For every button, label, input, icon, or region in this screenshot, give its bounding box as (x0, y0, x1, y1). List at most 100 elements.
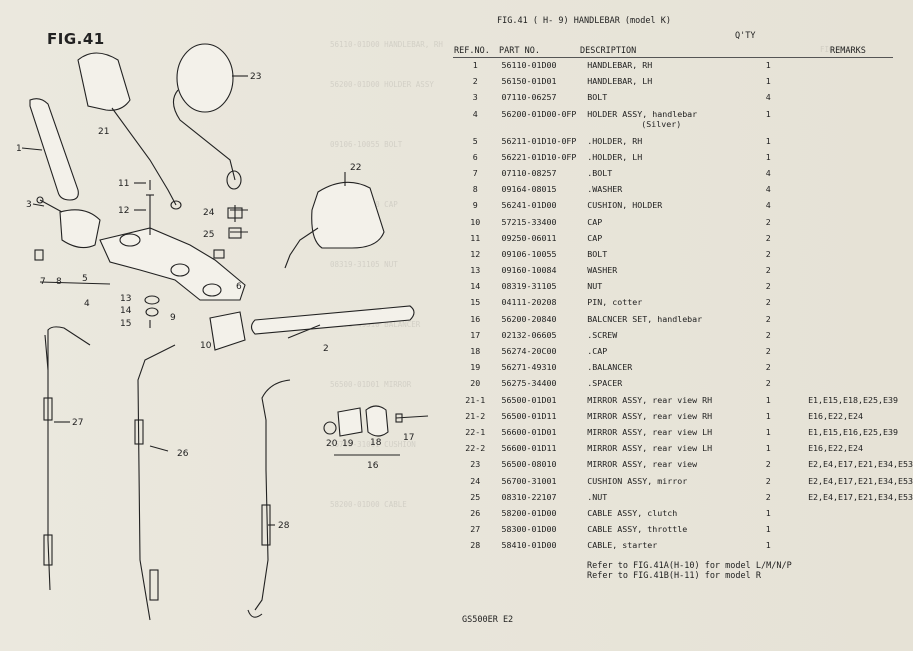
note-line-2: Refer to FIG.41B(H-11) for model R (587, 571, 761, 581)
col-part-no: PART NO. (499, 46, 540, 56)
ref-no-cell: 10 (453, 216, 498, 232)
col-ref-no: REF.NO. (454, 46, 490, 56)
qty-label: Q'TY (735, 31, 756, 41)
ref-no-cell-text: 17 (470, 329, 481, 340)
description-cell: HANDLEBAR, LH (587, 75, 758, 91)
part-no-cell: 02132-06605 (498, 329, 588, 345)
qty-cell: 1 (758, 426, 808, 442)
description-cell: CUSHION, HOLDER (587, 199, 758, 215)
part-no-cell: 04111-20208 (498, 296, 588, 312)
part-no-cell-text: 57215-33400 (501, 216, 557, 227)
part-no-cell-text: 07110-06257 (501, 92, 557, 103)
qty-cell: 1 (758, 59, 808, 75)
part-no-cell-text: 09106-10055 (501, 248, 557, 259)
part-no-cell-text: 08319-31105 (501, 281, 557, 292)
part-no-cell-text: 56200-20840 (501, 313, 557, 324)
callout-25: 25 (203, 230, 214, 240)
callout-2: 2 (323, 344, 329, 354)
note-line-1: Refer to FIG.41A(H-10) for model L/M/N/P (587, 561, 792, 571)
description-cell: .BOLT (587, 167, 758, 183)
remarks-cell-text: E2,E4,E17,E21,E34,E53 (808, 459, 913, 470)
ref-no-cell-text: 6 (472, 151, 478, 162)
description-cell-text: MIRROR ASSY, rear view LH (587, 426, 713, 437)
part-no-cell: 09106-10055 (498, 248, 588, 264)
ref-no-cell: 4 (453, 108, 498, 135)
remarks-cell (808, 361, 913, 377)
ref-no-cell: 6 (453, 151, 498, 167)
description-cell: HANDLEBAR, RH (587, 59, 758, 75)
part-no-cell: 58300-01D00 (498, 523, 588, 539)
description-cell: MIRROR ASSY, rear view RH (587, 394, 758, 410)
part-no-cell: 09164-08015 (498, 183, 588, 199)
part-no-cell: 56275-34400 (498, 377, 588, 393)
qty-cell: 1 (758, 394, 808, 410)
ref-no-cell: 23 (453, 458, 498, 474)
callout-20: 20 (326, 439, 338, 449)
part-no-cell: 09160-10084 (498, 264, 588, 280)
remarks-cell (808, 91, 913, 107)
ref-no-cell-text: 26 (470, 507, 481, 518)
part-no-cell: 56274-20C00 (498, 345, 588, 361)
description-cell: MIRROR ASSY, rear view RH (587, 410, 758, 426)
description-cell: MIRROR ASSY, rear view LH (587, 442, 758, 458)
qty-cell: 1 (758, 410, 808, 426)
remarks-cell (808, 75, 913, 91)
ref-no-cell-text: 19 (470, 362, 481, 373)
qty-cell-text: 1 (765, 135, 771, 146)
description-cell-text: .SCREW (587, 329, 618, 340)
part-no-cell-text: 58200-01D00 (501, 507, 557, 518)
description-cell: CUSHION ASSY, mirror (587, 475, 758, 491)
callout-10: 10 (200, 341, 212, 351)
callout-13: 13 (120, 294, 131, 304)
part-no-cell-text: 09164-08015 (501, 184, 557, 195)
part-no-cell: 08319-31105 (498, 280, 588, 296)
part-no-cell: 08310-22107 (498, 491, 588, 507)
part-no-cell-text: 56110-01D00 (501, 60, 557, 70)
ref-no-cell-text: 11 (470, 232, 481, 243)
ref-no-cell: 20 (453, 377, 498, 393)
qty-cell-text: 1 (765, 507, 771, 518)
qty-cell: 2 (758, 264, 808, 280)
ref-no-cell-text: 18 (470, 346, 481, 356)
callout-7: 7 (40, 277, 46, 287)
description-cell-text: CABLE ASSY, throttle (587, 524, 688, 535)
description-cell: .WASHER (587, 183, 758, 199)
part-no-cell-text: 56274-20C00 (501, 346, 557, 356)
ref-no-cell: 15 (453, 296, 498, 312)
part-no-cell-text: 09160-10084 (501, 265, 557, 276)
description-cell-text: WASHER (587, 265, 618, 276)
description-cell-text: .NUT (587, 491, 608, 502)
qty-cell-text: 2 (765, 216, 771, 227)
qty-cell-text: 2 (765, 232, 771, 243)
ref-no-cell: 24 (453, 475, 498, 491)
part-no-cell: 56110-01D00 (498, 59, 588, 75)
qty-cell-text: 2 (765, 346, 771, 356)
description-cell: .SCREW (587, 329, 758, 345)
remarks-cell-text: E1,E15,E16,E25,E39 (808, 426, 898, 437)
description-cell-text: MIRROR ASSY, rear view RH (587, 410, 713, 421)
part-no-cell: 56200-01D00-0FP (498, 108, 588, 135)
remarks-cell: E1,E15,E18,E25,E39 (808, 394, 913, 410)
qty-cell-text: 2 (765, 297, 771, 308)
ref-no-cell: 2 (453, 75, 498, 91)
notes: Refer to FIG.41A(H-10) for model L/M/N/P… (587, 561, 792, 581)
callout-23: 23 (250, 72, 261, 82)
ref-no-cell-text: 1 (472, 60, 478, 70)
qty-cell-text: 4 (765, 167, 771, 178)
ref-no-cell: 11 (453, 232, 498, 248)
part-no-cell-text: 04111-20208 (501, 297, 557, 308)
qty-cell: 1 (758, 539, 808, 555)
qty-cell-text: 1 (765, 76, 771, 87)
ref-no-cell-text: 4 (472, 108, 478, 119)
